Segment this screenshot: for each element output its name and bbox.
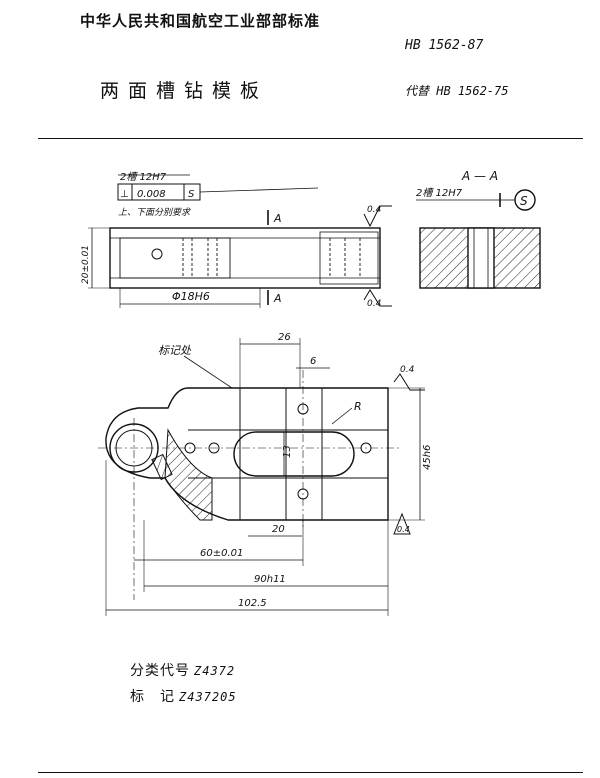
roughness-symbol-bottom-right xyxy=(393,512,411,535)
classification-label: 分类代号 xyxy=(130,663,190,679)
front-slot-region xyxy=(119,237,231,279)
replaces-note: 代替 HB 1562-75 xyxy=(405,84,509,98)
section-label: A — A xyxy=(461,169,498,183)
dim-45-label: 45h6 xyxy=(422,445,433,470)
dim-20-label: 20 xyxy=(272,524,285,535)
front-view xyxy=(88,174,392,308)
dim-26-label: 26 xyxy=(278,332,291,343)
marking-code-value: Z437205 xyxy=(179,690,237,704)
dim-1025-label: 102.5 xyxy=(238,598,267,609)
section-view xyxy=(416,189,541,289)
perp-tol-value: 0.008 xyxy=(137,189,166,200)
roughness-symbol-right xyxy=(393,373,425,391)
datum-label: S xyxy=(520,194,528,208)
section-slot-note: 2槽 12H7 xyxy=(416,187,463,199)
dim-13-label: 13 xyxy=(282,445,293,458)
engineering-drawing: 2槽 12H7 ⊥ 0.008 S 上、下面分别要求 A A 20±0.01 Φ… xyxy=(81,169,541,616)
footer-divider xyxy=(38,772,583,773)
issuing-organization: 中华人民共和国航空工业部部标准 xyxy=(80,12,321,30)
plan-view xyxy=(98,338,425,616)
dim-90-label: 90h11 xyxy=(254,574,286,585)
document-title: 两面槽钻模板 xyxy=(100,80,269,102)
dim-6-label: 6 xyxy=(310,356,316,367)
front-slot-note: 2槽 12H7 xyxy=(120,171,167,183)
surface-note: 上、下面分别要求 xyxy=(118,207,191,218)
plate-outline xyxy=(105,387,389,521)
roughness-bottom-right-value: 0.4 xyxy=(397,525,410,534)
roughness-right-value: 0.4 xyxy=(400,365,415,375)
section-mark-bottom: A xyxy=(273,292,282,305)
header-divider xyxy=(38,138,583,139)
hole xyxy=(208,442,220,454)
roughness-top-value: 0.4 xyxy=(367,205,382,215)
roughness-bottom-value: 0.4 xyxy=(367,299,382,309)
oblong-slot xyxy=(233,431,355,477)
front-body-outline xyxy=(109,227,381,289)
perp-tol-symbol: ⊥ xyxy=(120,189,129,200)
dim-60-label: 60±0.01 xyxy=(200,548,243,559)
perp-datum: S xyxy=(188,189,195,200)
roughness-symbol-top xyxy=(363,205,392,228)
datum-s-symbol xyxy=(514,189,536,211)
standard-number: HB 1562-87 xyxy=(405,38,484,53)
radius-label: R xyxy=(354,400,362,413)
height-dim-label: 20±0.01 xyxy=(81,245,91,284)
hole-dim-label: Φ18H6 xyxy=(172,290,210,303)
classification-value: Z4372 xyxy=(194,664,236,678)
marking-label: 标记处 xyxy=(158,344,192,357)
section-slot xyxy=(467,227,495,289)
section-mark-top: A xyxy=(273,212,282,225)
classification-code: 分类代号 Z4372 xyxy=(130,660,235,680)
marking-code: 标 记 Z437205 xyxy=(130,686,237,706)
roughness-symbol-bottom xyxy=(363,289,392,307)
marking-code-label: 标 记 xyxy=(130,689,175,705)
